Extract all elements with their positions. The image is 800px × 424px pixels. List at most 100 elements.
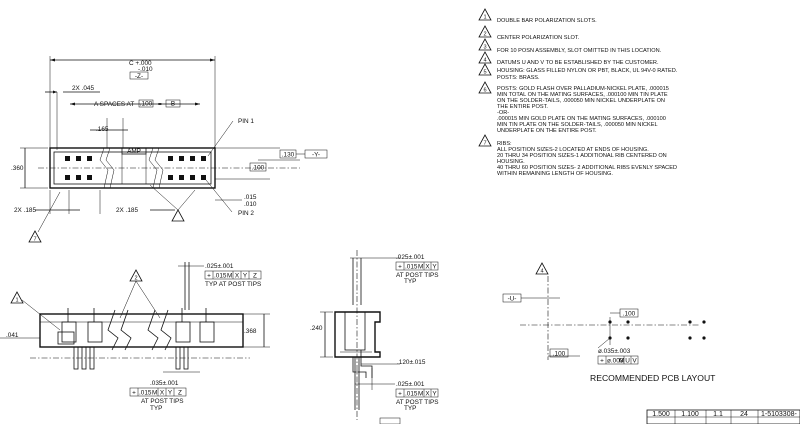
svg-text:X: X — [160, 390, 165, 397]
svg-text:POSTS: GOLD FLASH OVER PALLADI: POSTS: GOLD FLASH OVER PALLADIUM-NICKEL … — [497, 86, 669, 92]
svg-text:DATUMS U AND V TO BE ESTABLISH: DATUMS U AND V TO BE ESTABLISHED BY THE … — [497, 60, 659, 66]
note-1: 1 DOUBLE BAR POLARIZATION SLOTS. — [478, 8, 597, 24]
dim-240: .240 — [310, 325, 323, 332]
pin1-label: PIN 1 — [238, 118, 254, 125]
svg-text:AT POST TIPS: AT POST TIPS — [396, 272, 439, 279]
svg-text:+: + — [398, 264, 402, 271]
svg-text:7: 7 — [33, 237, 36, 243]
pin-array-left — [65, 156, 92, 180]
dim-100: .100 — [252, 165, 265, 172]
dim-025-side-top: .025±.001 — [396, 254, 425, 261]
svg-text:.015: .015 — [405, 264, 418, 271]
svg-text:V: V — [632, 358, 637, 365]
dim-035: .035±.001 — [150, 380, 179, 387]
svg-text:40 THRU 60 POSITION SIZES- 2 A: 40 THRU 60 POSITION SIZES- 2 ADDITIONAL … — [497, 165, 677, 171]
note-2: 2 CENTER POLARIZATION SLOT. — [478, 25, 580, 41]
svg-text:=: = — [158, 101, 162, 108]
fcf-pcb: + ø.003 M U V — [597, 355, 639, 365]
dim-2x185-mid: 2X .185 — [116, 207, 138, 214]
dim-015: .015 — [244, 194, 257, 201]
dim-368: .368 — [244, 328, 257, 335]
svg-text:Z: Z — [178, 390, 182, 397]
dim-100-pcb-v: .100 — [553, 351, 566, 358]
note-flag-4 — [535, 262, 549, 275]
fcf-front-top: + .015 M X Y Z — [204, 270, 262, 280]
svg-text:TYP AT POST TIPS: TYP AT POST TIPS — [205, 281, 261, 288]
housing-front — [39, 313, 244, 348]
svg-text:ALL POSITION SIZES-2 LOCATED A: ALL POSITION SIZES-2 LOCATED AT ENDS OF … — [497, 147, 649, 153]
dim-c-tol: -.010 — [138, 66, 153, 73]
svg-text:4: 4 — [540, 269, 543, 275]
svg-text:CENTER POLARIZATION SLOT.: CENTER POLARIZATION SLOT. — [497, 35, 580, 41]
dim-c: C +.000 — [129, 60, 152, 67]
svg-text:.015: .015 — [405, 391, 418, 398]
title-table: 1.500 1.100 1.1 24 1-5103308- — [379, 409, 800, 424]
housing-side — [334, 311, 381, 358]
svg-text:AT POST TIPS: AT POST TIPS — [141, 398, 184, 405]
dim-120: .120±.015 — [397, 359, 426, 366]
svg-text:-U-: -U- — [508, 296, 517, 303]
svg-text:2: 2 — [134, 276, 137, 282]
note-flag-1 — [10, 291, 24, 304]
svg-text:3: 3 — [483, 45, 486, 51]
dim-165: .165 — [96, 126, 109, 133]
svg-text:-Z-: -Z- — [135, 73, 143, 80]
dim-a-spaces: A SPACES AT — [94, 101, 134, 108]
dim-130: .130 — [282, 152, 295, 159]
table-cell: 24 — [740, 411, 748, 418]
pin2-label: PIN 2 — [238, 210, 254, 217]
svg-text:DOUBLE BAR POLARIZATION SLOTS.: DOUBLE BAR POLARIZATION SLOTS. — [497, 18, 597, 24]
svg-text:.000015 MIN GOLD PLATE ON THE: .000015 MIN GOLD PLATE ON THE MATING SUR… — [497, 116, 666, 122]
note-7: 7 RIBS: ALL POSITION SIZES-2 LOCATED AT … — [478, 134, 677, 177]
svg-text:ON THE SOLDER-TAILS, .000050 M: ON THE SOLDER-TAILS, .000050 MIN NICKEL … — [497, 98, 665, 104]
svg-text:FOR 10 POSN ASSEMBLY, SLOT OMI: FOR 10 POSN ASSEMBLY, SLOT OMITTED IN TH… — [497, 48, 662, 54]
note-6: 6 POSTS: GOLD FLASH OVER PALLADIUM-NICKE… — [478, 81, 669, 134]
table-cell: 1.1 — [713, 411, 723, 418]
dim-025-side-bot: .025±.001 — [396, 381, 425, 388]
amp-logo: AMP — [127, 148, 141, 155]
svg-text:RIBS:: RIBS: — [497, 141, 512, 147]
fcf-side-top: + .015 M X Y — [395, 261, 439, 271]
dim-010: .010 — [244, 201, 257, 208]
svg-text:MIN TIN PLATE ON THE SOLDER-TA: MIN TIN PLATE ON THE SOLDER-TAILS, .0000… — [497, 122, 658, 128]
svg-text:Y: Y — [243, 273, 248, 280]
svg-text:4: 4 — [483, 58, 486, 64]
side-view: .025±.001 + .015 M X Y AT POST TIPS TYP … — [310, 250, 439, 420]
top-view: C +.000 -.010 -Z- 2X .045 A SPACES AT .1… — [11, 56, 328, 243]
svg-text:TYP: TYP — [404, 405, 416, 412]
svg-text:THE ENTIRE POST.: THE ENTIRE POST. — [497, 104, 548, 110]
svg-text:.100: .100 — [140, 101, 153, 108]
note-5: 5 HOUSING: GLASS FILLED NYLON OR PBT, BL… — [478, 63, 678, 81]
svg-text:+: + — [600, 358, 604, 365]
table-cell: 1.100 — [681, 411, 699, 418]
svg-text:7: 7 — [483, 141, 486, 147]
svg-text:HOUSING: GLASS FILLED NYLON OR: HOUSING: GLASS FILLED NYLON OR PBT, BLAC… — [497, 68, 678, 74]
svg-text:Y: Y — [432, 391, 437, 398]
svg-text:+: + — [132, 390, 136, 397]
svg-text:AT POST TIPS: AT POST TIPS — [396, 399, 439, 406]
dim-2x045: 2X .045 — [72, 85, 94, 92]
svg-text:M: M — [418, 391, 423, 398]
svg-text:-OR-: -OR- — [497, 110, 509, 116]
svg-text:WITHIN REMAINING LENGTH OF HOU: WITHIN REMAINING LENGTH OF HOUSING. — [497, 171, 613, 177]
svg-text:TYP: TYP — [404, 278, 416, 285]
svg-text:M: M — [152, 390, 157, 397]
fcf-side-bottom: + .015 M X Y — [395, 388, 439, 398]
svg-text:TYP: TYP — [150, 405, 162, 412]
note-4: 4 DATUMS U AND V TO BE ESTABLISHED BY TH… — [478, 51, 659, 66]
svg-text:B: B — [171, 101, 175, 108]
pcb-caption: RECOMMENDED PCB LAYOUT — [590, 373, 716, 383]
dim-360: .360 — [11, 165, 24, 172]
svg-text:Z: Z — [253, 273, 257, 280]
svg-text:X: X — [425, 391, 430, 398]
svg-text:U: U — [625, 358, 630, 365]
svg-text:1: 1 — [483, 15, 486, 21]
svg-text:Y: Y — [168, 390, 173, 397]
front-view: .025±.001 + .015 M X Y Z TYP AT POST TIP… — [0, 262, 270, 412]
svg-text:+: + — [398, 391, 402, 398]
svg-text:UNDERPLATE ON THE ENTIRE POST.: UNDERPLATE ON THE ENTIRE POST. — [497, 128, 597, 134]
datum-z-box — [129, 71, 149, 80]
datum-y: -Y- — [312, 152, 320, 159]
pin-array-right — [168, 156, 206, 180]
